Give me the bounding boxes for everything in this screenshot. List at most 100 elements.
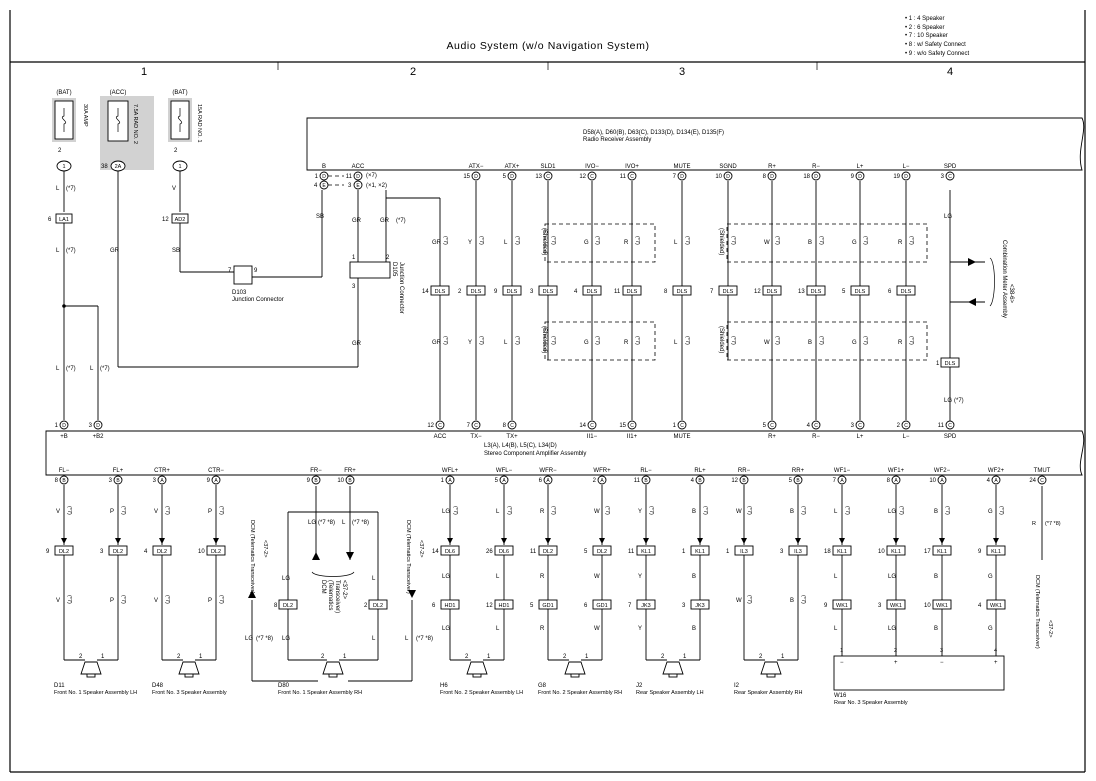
connector-arrow-icon [839,538,845,544]
connector-code: DLS [435,289,446,295]
pin-connector: C [630,174,634,180]
wire-variant: (*7) [800,506,806,515]
pin-number: 4 [314,183,318,189]
pin-circle [543,475,553,485]
wire-color: L [504,240,508,246]
pin-circle [677,171,687,181]
wire-variant: (*7) [844,506,850,515]
pin-number: 4 [987,478,991,484]
pin-label: II1+ [627,434,638,440]
speaker-polarity: − [940,660,944,666]
pin-number: 11 [938,423,945,429]
connector-pin: 3 [530,289,534,295]
pin-number: 15 [619,423,626,429]
wire-color: G [584,240,589,246]
fuse-pin: 1 [62,164,65,170]
connector-pin: 5 [842,289,846,295]
wire-color: B [934,509,938,515]
pin-connector: B [742,478,746,484]
arrow-icon [312,552,320,560]
wire-color: P [110,509,114,515]
diagram-frame [9,10,1086,773]
wire-color: G [988,509,993,515]
connector-pin: 5 [584,549,588,555]
connector-code: GD1 [596,603,607,609]
wire-color: W [594,626,600,632]
pin-circle [587,420,597,430]
diagram-title: Audio System (w/o Navigation System) [446,40,649,52]
pin-label: WF2+ [988,468,1005,474]
wire-variant: (*7) [730,336,736,345]
pin-connector: B [116,478,120,484]
dcm-name: DCM (Telematics Transceiver) [249,520,255,594]
pin-connector: A [502,478,506,484]
pin-circle [855,420,865,430]
connector-code: DLS [627,289,638,295]
speaker-pin: 3 [940,648,943,654]
wire-color: LG [888,574,896,580]
speaker-id: D11 [54,683,65,689]
connector-pin: 6 [432,603,436,609]
speaker-pin: 4 [994,648,997,654]
pin-connector: A [214,478,218,484]
wire-variant: (*7) [550,336,556,345]
pin-circle [445,475,455,485]
wire-color: R [540,509,545,515]
junction-pin: 2 [386,255,390,261]
fuse-pin: 2A [115,164,122,170]
wire-variant: (*7) [862,336,868,345]
wire-variant: (*7) [66,366,76,372]
wire-variant: (*7) [634,336,640,345]
wire-color: L [56,248,60,254]
connector-code: DL6 [499,549,509,555]
wire-color: B [692,509,696,515]
dcm-label: DCM [320,580,326,594]
pin-number: 5 [495,478,499,484]
connector-code: WK1 [836,603,848,609]
pin-label: ATX− [469,164,484,170]
connector-pin: 4 [144,549,148,555]
pin-circle [59,420,69,430]
speaker-polarity: + [894,660,898,666]
dcm-links: DCM (Telematics Transceiver) <37-2> DCM … [249,486,1061,649]
pin-label: SPD [944,434,957,440]
pin-circle [767,171,777,181]
wire-color: LG [308,520,316,526]
pin-connector: B [796,478,800,484]
wire-color: LG [442,509,450,515]
speaker-magnet [472,673,482,678]
wire-color: LG [282,576,290,582]
pin-connector: C [630,423,634,429]
wire-color: G [988,626,993,632]
wire-variant: (*7) [164,595,170,604]
connector-arrow-icon [697,538,703,544]
connector-pin: 14 [432,549,439,555]
pin-connector: C [1040,478,1044,484]
wire-color: LG [888,509,896,515]
dcm-label: (Telematics [327,580,333,610]
speaker-name: Rear Speaker Assembly LH [636,690,704,696]
fuse-name: 15A RAD NO. 1 [196,104,202,143]
connector-pin: 5 [530,603,534,609]
junction-d105 [349,261,391,279]
wire-color: R [898,240,903,246]
pin-connector: D [62,423,66,429]
pin-circle [811,171,821,181]
wire-color: L [674,240,678,246]
pin-connector: C [590,174,594,180]
shield-label: (Shielded) [541,326,547,353]
speaker-pin: 2 [661,654,665,660]
speaker-magnet [766,673,776,678]
connector-pin: 1 [682,549,686,555]
wire-color: V [56,598,60,604]
wire-color: GR [110,248,120,254]
pin-circle [811,420,821,430]
pin-connector: D [322,174,326,180]
connector-code: GD1 [542,603,553,609]
pin-number: 12 [731,478,738,484]
wire-color: SB [316,214,324,220]
wire-variant: (*7) [120,506,126,515]
pin-circle [597,475,607,485]
